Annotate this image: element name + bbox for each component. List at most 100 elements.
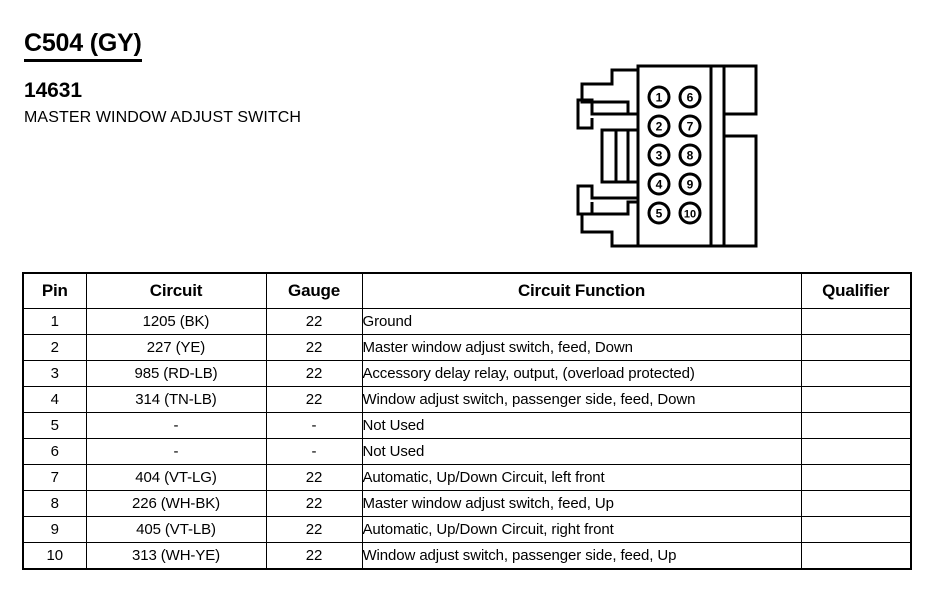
table-row: 6 - - Not Used xyxy=(22,438,912,465)
cell-pin: 6 xyxy=(22,438,87,465)
pin-circle-3: 3 xyxy=(647,143,671,167)
connector-lower-tab xyxy=(580,200,638,248)
table-row: 10 313 (WH-YE) 22 Window adjust switch, … xyxy=(22,542,912,570)
cell-circuit: 226 (WH-BK) xyxy=(85,490,267,517)
column-header-pin: Pin xyxy=(22,272,87,309)
table-row: 3 985 (RD-LB) 22 Accessory delay relay, … xyxy=(22,360,912,387)
cell-function: Not Used xyxy=(361,438,802,465)
cell-circuit: 404 (VT-LG) xyxy=(85,464,267,491)
pin-circle-4: 4 xyxy=(647,172,671,196)
pin-number-label: 8 xyxy=(687,149,694,163)
pin-number-label: 10 xyxy=(684,209,696,221)
cell-circuit: 985 (RD-LB) xyxy=(85,360,267,387)
cell-circuit: 314 (TN-LB) xyxy=(85,386,267,413)
table-row: 5 - - Not Used xyxy=(22,412,912,439)
cell-gauge: 22 xyxy=(265,334,363,361)
cell-qualifier xyxy=(800,438,912,465)
cell-circuit: 227 (YE) xyxy=(85,334,267,361)
cell-qualifier xyxy=(800,542,912,570)
cell-circuit: 313 (WH-YE) xyxy=(85,542,267,570)
cell-pin: 8 xyxy=(22,490,87,517)
part-number: 14631 xyxy=(24,79,82,102)
cell-qualifier xyxy=(800,516,912,543)
cell-gauge: 22 xyxy=(265,516,363,543)
connector-upper-ledge xyxy=(576,98,638,130)
cell-gauge: 22 xyxy=(265,386,363,413)
pin-number-label: 1 xyxy=(656,91,663,105)
pin-number-label: 3 xyxy=(656,149,663,163)
cell-function: Master window adjust switch, feed, Down xyxy=(361,334,802,361)
connector-keyway-block xyxy=(600,128,638,184)
cell-pin: 7 xyxy=(22,464,87,491)
cell-circuit: 1205 (BK) xyxy=(85,308,267,335)
cell-pin: 4 xyxy=(22,386,87,413)
connector-diagram: 1 2 3 4 5 6 xyxy=(556,56,776,256)
pin-circle-2: 2 xyxy=(647,114,671,138)
cell-pin: 10 xyxy=(22,542,87,570)
cell-qualifier xyxy=(800,334,912,361)
connector-right-flange xyxy=(709,64,758,248)
column-header-gauge: Gauge xyxy=(265,272,363,309)
column-header-circuit: Circuit xyxy=(85,272,267,309)
pin-number-label: 4 xyxy=(656,178,663,192)
cell-gauge: 22 xyxy=(265,542,363,570)
cell-function: Automatic, Up/Down Circuit, left front xyxy=(361,464,802,491)
connector-id-title: C504 (GY) xyxy=(24,28,142,62)
cell-function: Ground xyxy=(361,308,802,335)
cell-circuit: 405 (VT-LB) xyxy=(85,516,267,543)
pin-circle-group: 1 2 3 4 5 6 xyxy=(647,85,702,225)
connector-housing-icon: 1 2 3 4 5 6 xyxy=(576,64,758,248)
pin-number-label: 5 xyxy=(656,207,663,221)
cell-function: Accessory delay relay, output, (overload… xyxy=(361,360,802,387)
cell-gauge: 22 xyxy=(265,490,363,517)
pin-circle-9: 9 xyxy=(678,172,702,196)
cell-function: Master window adjust switch, feed, Up xyxy=(361,490,802,517)
cell-qualifier xyxy=(800,412,912,439)
pin-circle-5: 5 xyxy=(647,201,671,225)
pin-table: Pin Circuit Gauge Circuit Function Quali… xyxy=(22,272,912,570)
table-row: 9 405 (VT-LB) 22 Automatic, Up/Down Circ… xyxy=(22,516,912,543)
cell-gauge: - xyxy=(265,412,363,439)
cell-qualifier xyxy=(800,464,912,491)
pin-circle-10: 10 xyxy=(678,201,702,225)
cell-function: Not Used xyxy=(361,412,802,439)
column-header-qualifier: Qualifier xyxy=(800,272,912,309)
pin-circle-1: 1 xyxy=(647,85,671,109)
pin-number-label: 7 xyxy=(687,120,694,134)
connector-upper-tab xyxy=(580,68,638,116)
pin-number-label: 9 xyxy=(687,178,694,192)
cell-qualifier xyxy=(800,360,912,387)
pin-number-label: 6 xyxy=(687,91,694,105)
header-block: C504 (GY) 14631 MASTER WINDOW ADJUST SWI… xyxy=(24,28,544,128)
pin-number-label: 2 xyxy=(656,120,663,134)
cell-gauge: 22 xyxy=(265,308,363,335)
cell-function: Window adjust switch, passenger side, fe… xyxy=(361,542,802,570)
pin-circle-8: 8 xyxy=(678,143,702,167)
cell-qualifier xyxy=(800,386,912,413)
table-row: 4 314 (TN-LB) 22 Window adjust switch, p… xyxy=(22,386,912,413)
table-row: 2 227 (YE) 22 Master window adjust switc… xyxy=(22,334,912,361)
cell-pin: 5 xyxy=(22,412,87,439)
table-row: 8 226 (WH-BK) 22 Master window adjust sw… xyxy=(22,490,912,517)
cell-qualifier xyxy=(800,490,912,517)
table-row: 7 404 (VT-LG) 22 Automatic, Up/Down Circ… xyxy=(22,464,912,491)
cell-pin: 3 xyxy=(22,360,87,387)
cell-gauge: 22 xyxy=(265,464,363,491)
cell-qualifier xyxy=(800,308,912,335)
cell-circuit: - xyxy=(85,412,267,439)
cell-gauge: - xyxy=(265,438,363,465)
column-header-function: Circuit Function xyxy=(361,272,802,309)
pin-circle-7: 7 xyxy=(678,114,702,138)
cell-pin: 9 xyxy=(22,516,87,543)
cell-function: Window adjust switch, passenger side, fe… xyxy=(361,386,802,413)
cell-circuit: - xyxy=(85,438,267,465)
pin-circle-6: 6 xyxy=(678,85,702,109)
table-row: 1 1205 (BK) 22 Ground xyxy=(22,308,912,335)
component-name: MASTER WINDOW ADJUST SWITCH xyxy=(24,109,302,126)
table-header-row: Pin Circuit Gauge Circuit Function Quali… xyxy=(22,272,912,309)
cell-function: Automatic, Up/Down Circuit, right front xyxy=(361,516,802,543)
pin-table-container: Pin Circuit Gauge Circuit Function Quali… xyxy=(22,272,912,570)
cell-pin: 1 xyxy=(22,308,87,335)
cell-pin: 2 xyxy=(22,334,87,361)
cell-gauge: 22 xyxy=(265,360,363,387)
